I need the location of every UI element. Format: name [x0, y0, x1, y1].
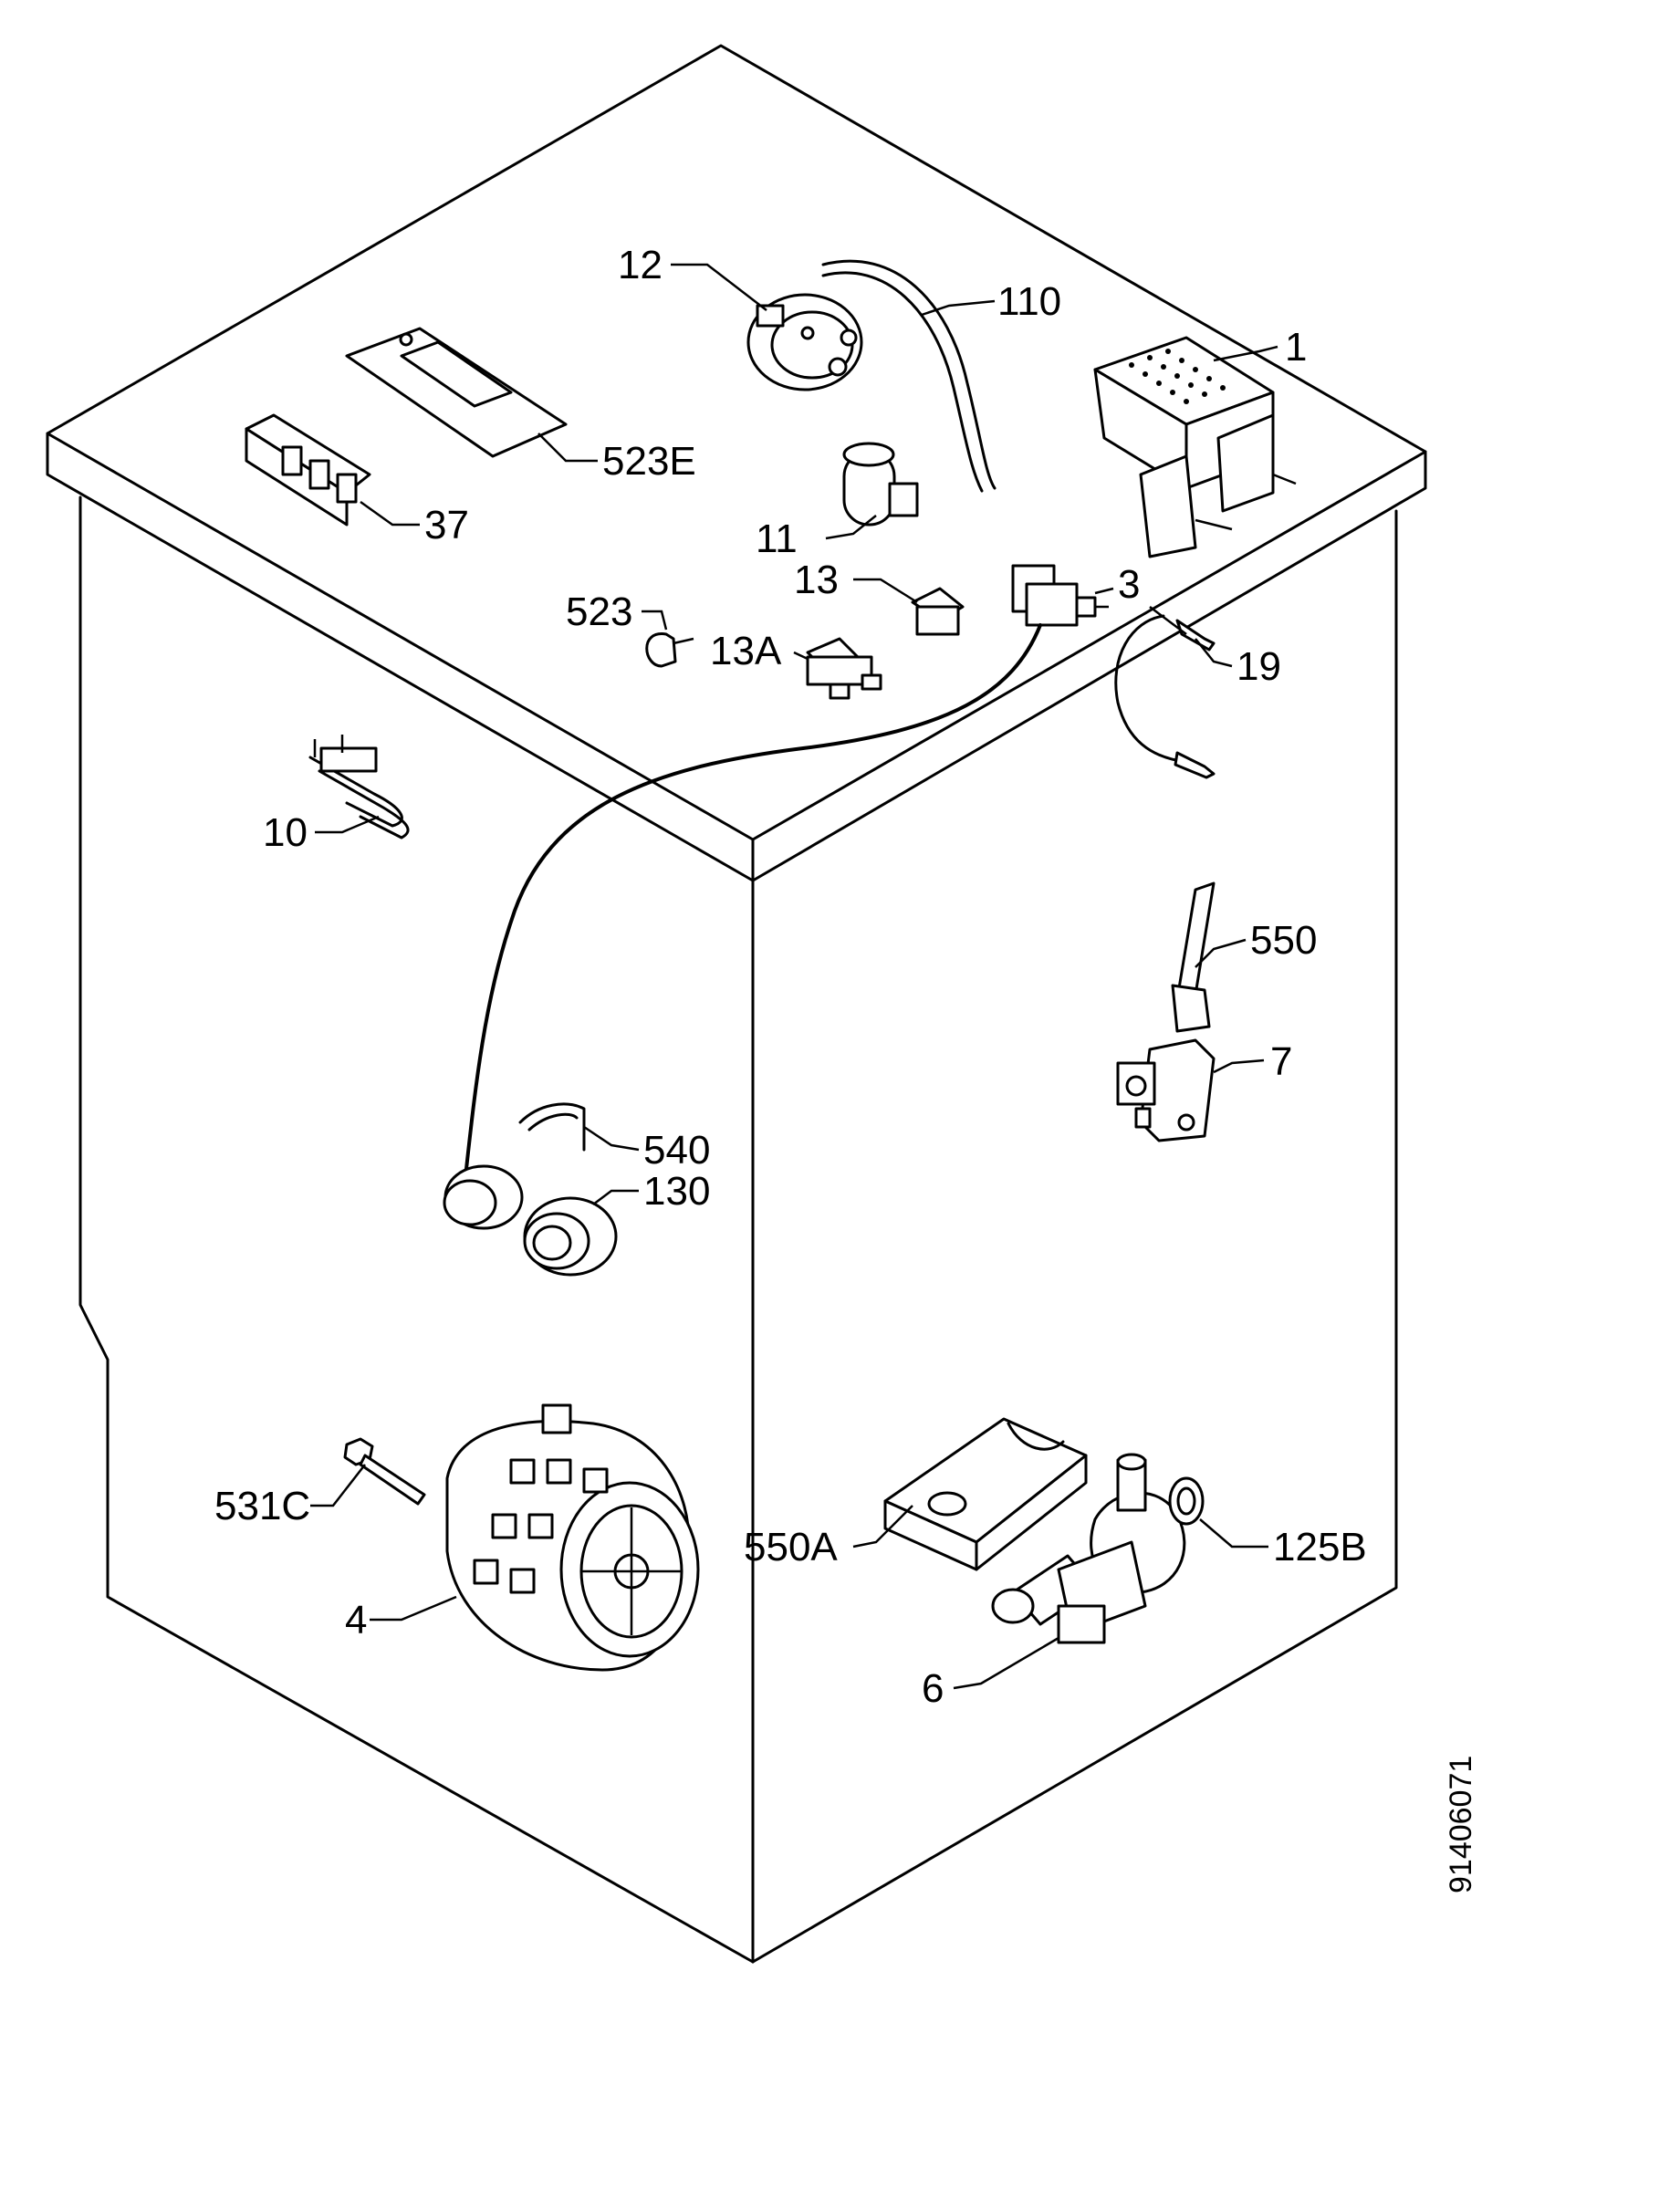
grommet-130: [523, 1196, 618, 1277]
label-110: 110: [997, 279, 1061, 324]
hose-110: [821, 259, 997, 490]
label-11: 11: [756, 516, 798, 561]
connector-13a: [806, 637, 882, 700]
programmer-1: [1093, 336, 1297, 558]
label-3: 3: [1118, 562, 1140, 607]
callout-labels: 12 110 1 523E 37 11 13 3 523 13A 19 10 5…: [214, 243, 1367, 1711]
label-550a: 550A: [744, 1525, 838, 1570]
label-4: 4: [345, 1598, 367, 1642]
pad-550a: [883, 1417, 1088, 1571]
motor-4: [445, 1403, 700, 1672]
hose-110-inner: [821, 271, 984, 493]
terminal-block-37: [245, 413, 371, 527]
label-7: 7: [1270, 1039, 1292, 1084]
clip-523: [645, 632, 694, 668]
label-531c: 531C: [214, 1484, 310, 1528]
label-130: 130: [643, 1169, 710, 1214]
lever-550: [1171, 881, 1216, 1033]
interlock-7: [1116, 1038, 1216, 1142]
pump-6: [991, 1453, 1186, 1644]
label-125b: 125B: [1273, 1525, 1367, 1570]
wire-harness: [464, 623, 1042, 1179]
pressure-switch-12: [746, 293, 863, 391]
label-1: 1: [1285, 325, 1307, 370]
label-540: 540: [643, 1128, 710, 1173]
label-6: 6: [922, 1666, 944, 1711]
clamp-540: [518, 1102, 586, 1152]
cabinet-outline: [46, 44, 1427, 1964]
sensor-19: [1114, 606, 1216, 779]
bracket-523e: [345, 327, 568, 458]
capacitor-11: [842, 442, 919, 527]
label-12: 12: [618, 243, 663, 287]
label-13: 13: [794, 558, 839, 602]
label-19: 19: [1237, 644, 1281, 689]
heater-10: [308, 735, 410, 840]
screw-531c: [343, 1437, 426, 1506]
ring-125b: [1168, 1476, 1205, 1526]
label-13a: 13A: [710, 629, 782, 673]
label-10: 10: [263, 810, 308, 855]
label-523: 523: [566, 589, 632, 634]
document-number: 91406071: [1444, 1756, 1478, 1893]
label-550: 550: [1250, 918, 1317, 963]
leader-lines: [310, 263, 1278, 1690]
switch-3: [1011, 564, 1109, 627]
grommet: [443, 1164, 524, 1230]
label-37: 37: [424, 503, 469, 548]
label-523e: 523E: [602, 439, 696, 484]
connector-13: [911, 587, 965, 636]
